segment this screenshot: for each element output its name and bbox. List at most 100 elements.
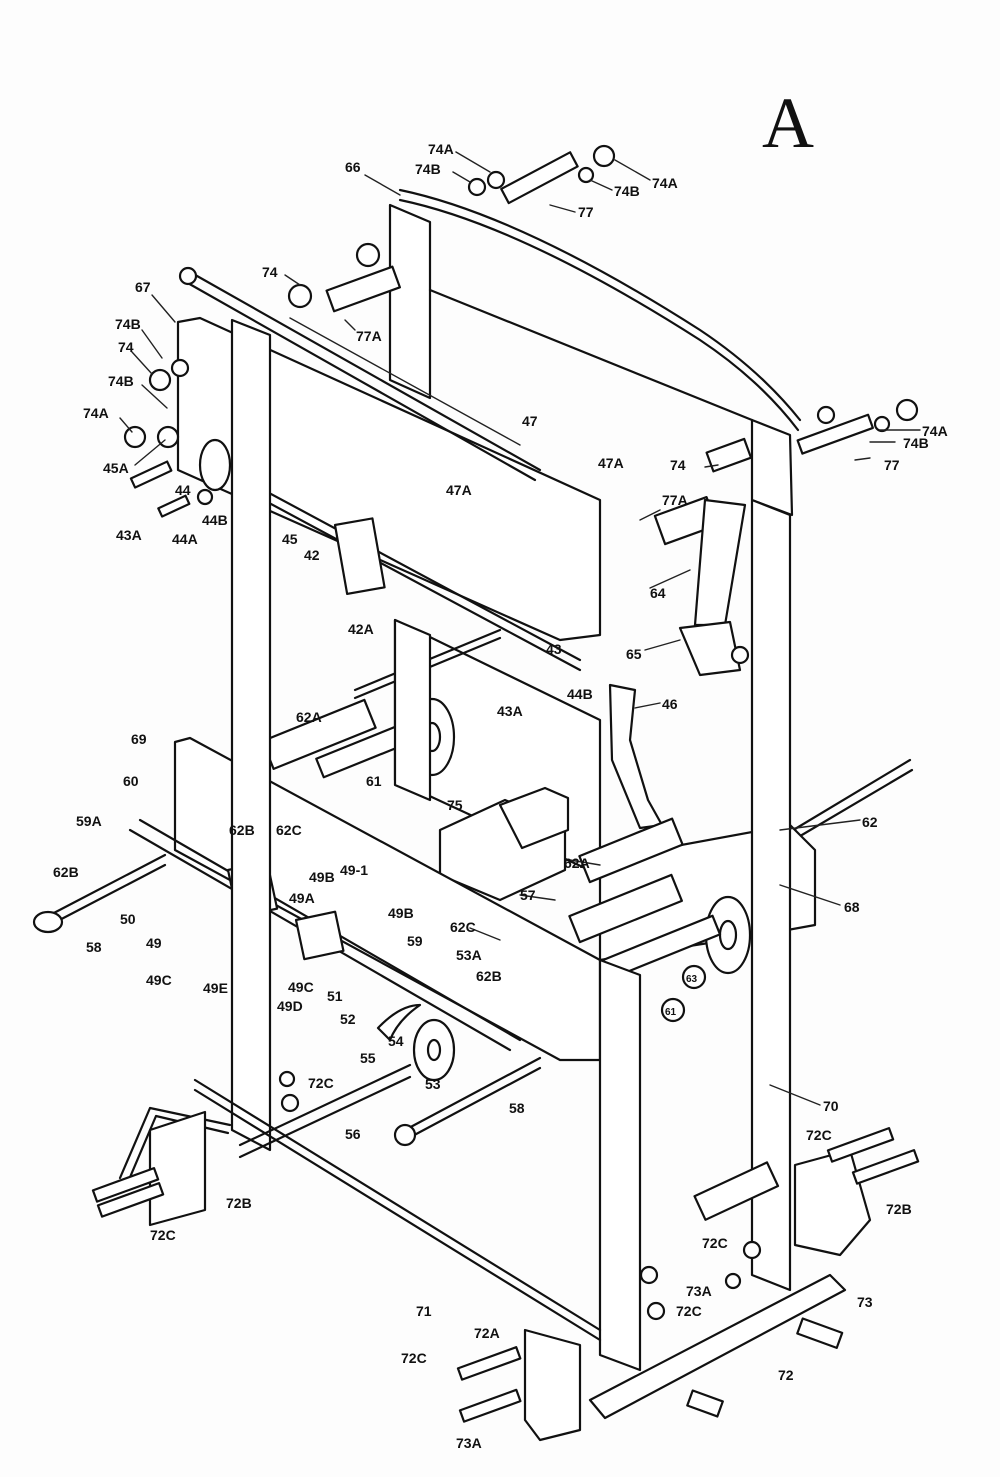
callout-58: 58 bbox=[509, 1100, 525, 1116]
callout-62C: 62C bbox=[450, 919, 476, 935]
callout-61: 61 bbox=[665, 1007, 677, 1018]
callout-72C: 72C bbox=[676, 1303, 702, 1319]
callout-68: 68 bbox=[844, 899, 860, 915]
callout-72C: 72C bbox=[308, 1075, 334, 1091]
callout-74B: 74B bbox=[614, 183, 640, 199]
callout-73A: 73A bbox=[456, 1435, 482, 1451]
callout-74A: 74A bbox=[922, 423, 948, 439]
lever-assembly bbox=[653, 495, 750, 677]
uprights bbox=[230, 318, 792, 1372]
callout-46: 46 bbox=[662, 696, 678, 712]
callout-44B: 44B bbox=[202, 512, 228, 528]
callout-58: 58 bbox=[86, 939, 102, 955]
upper-rear-frame bbox=[388, 188, 802, 517]
callout-74A: 74A bbox=[83, 405, 109, 421]
callout-51: 51 bbox=[327, 988, 343, 1004]
callout-74: 74 bbox=[670, 457, 686, 473]
callout-70: 70 bbox=[823, 1098, 839, 1114]
callout-72A: 72A bbox=[474, 1325, 500, 1341]
base-frame bbox=[91, 1063, 920, 1442]
callout-66: 66 bbox=[345, 159, 361, 175]
callout-44: 44 bbox=[175, 482, 191, 498]
callout-64: 64 bbox=[650, 585, 666, 601]
callout-77: 77 bbox=[578, 204, 594, 220]
callout-63-ring bbox=[681, 964, 707, 990]
callout-45A: 45A bbox=[103, 460, 129, 476]
callout-77A: 77A bbox=[662, 492, 688, 508]
callout-72C: 72C bbox=[702, 1235, 728, 1251]
callout-72B: 72B bbox=[886, 1201, 912, 1217]
callout-74A: 74A bbox=[652, 175, 678, 191]
callout-69: 69 bbox=[131, 731, 147, 747]
callout-74A: 74A bbox=[428, 141, 454, 157]
callout-74B: 74B bbox=[415, 161, 441, 177]
callout-74: 74 bbox=[118, 339, 134, 355]
callout-53A: 53A bbox=[456, 947, 482, 963]
callout-60: 60 bbox=[123, 773, 139, 789]
callout-53: 53 bbox=[425, 1076, 441, 1092]
callout-62B: 62B bbox=[53, 864, 79, 880]
callout-labels: 74A 74B 66 74A 74B 77 74 77A 67 74B 74 7… bbox=[53, 141, 948, 1451]
callout-74B: 74B bbox=[115, 316, 141, 332]
upper-front-plate bbox=[123, 266, 602, 672]
callout-43A: 43A bbox=[116, 527, 142, 543]
top-shafts bbox=[287, 144, 919, 473]
callout-62B: 62B bbox=[229, 822, 255, 838]
callout-67: 67 bbox=[135, 279, 151, 295]
callout-75: 75 bbox=[447, 797, 463, 813]
callout-49C: 49C bbox=[288, 979, 314, 995]
callout-54: 54 bbox=[388, 1033, 404, 1049]
callout-57: 57 bbox=[520, 887, 536, 903]
middle-assembly bbox=[261, 618, 914, 902]
callout-63: 63 bbox=[686, 974, 698, 985]
callout-52: 52 bbox=[340, 1011, 356, 1027]
callout-61: 61 bbox=[366, 773, 382, 789]
callout-49A: 49A bbox=[289, 890, 315, 906]
callout-49B: 49B bbox=[388, 905, 414, 921]
callout-49E: 49E bbox=[203, 980, 228, 996]
callout-74: 74 bbox=[262, 264, 278, 280]
callout-59: 59 bbox=[407, 933, 423, 949]
callout-55: 55 bbox=[360, 1050, 376, 1066]
callout-62: 62 bbox=[862, 814, 878, 830]
callout-43A: 43A bbox=[497, 703, 523, 719]
callout-47: 47 bbox=[522, 413, 538, 429]
callout-49: 49 bbox=[146, 935, 162, 951]
callout-62C: 62C bbox=[276, 822, 302, 838]
callout-44B: 44B bbox=[567, 686, 593, 702]
callout-47A: 47A bbox=[598, 455, 624, 471]
callout-49B: 49B bbox=[309, 869, 335, 885]
callout-49-1: 49-1 bbox=[340, 862, 368, 878]
callout-62A: 62A bbox=[564, 855, 590, 871]
callout-72B: 72B bbox=[226, 1195, 252, 1211]
callout-42A: 42A bbox=[348, 621, 374, 637]
callout-42: 42 bbox=[304, 547, 320, 563]
leader-lines bbox=[119, 151, 921, 1106]
callout-47A: 47A bbox=[446, 482, 472, 498]
callout-74B: 74B bbox=[108, 373, 134, 389]
callout-72: 72 bbox=[778, 1367, 794, 1383]
callout-62B: 62B bbox=[476, 968, 502, 984]
callout-74B: 74B bbox=[903, 435, 929, 451]
callout-65: 65 bbox=[626, 646, 642, 662]
callout-59A: 59A bbox=[76, 813, 102, 829]
callout-49D: 49D bbox=[277, 998, 303, 1014]
callout-61-ring bbox=[660, 997, 686, 1023]
callout-73: 73 bbox=[857, 1294, 873, 1310]
callout-72C: 72C bbox=[806, 1127, 832, 1143]
callout-45: 45 bbox=[282, 531, 298, 547]
callout-72C: 72C bbox=[401, 1350, 427, 1366]
callout-44A: 44A bbox=[172, 531, 198, 547]
callout-62A: 62A bbox=[296, 709, 322, 725]
callout-72C: 72C bbox=[150, 1227, 176, 1243]
sheet-letter: A bbox=[762, 83, 814, 163]
callout-50: 50 bbox=[120, 911, 136, 927]
callout-77A: 77A bbox=[356, 328, 382, 344]
callout-49C: 49C bbox=[146, 972, 172, 988]
callout-73A: 73A bbox=[686, 1283, 712, 1299]
callout-77: 77 bbox=[884, 457, 900, 473]
callout-43: 43 bbox=[546, 641, 562, 657]
callout-56: 56 bbox=[345, 1126, 361, 1142]
